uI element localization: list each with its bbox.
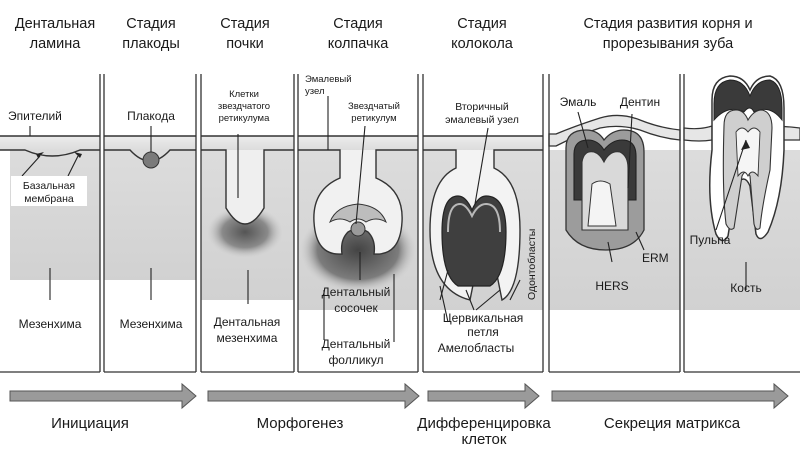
label-ameloblasts: Амелобласты (438, 341, 514, 355)
label-basal-2: мембрана (24, 193, 74, 205)
stage-5-line1: Стадия (457, 16, 506, 32)
label-follicle-1: Дентальный (322, 337, 391, 351)
panel-bell (422, 74, 544, 373)
label-stellate-ret-1: Звездчатый (348, 101, 400, 112)
stage-4-line1: Стадия (333, 16, 382, 32)
label-dental-mes-1: Дентальная (214, 315, 281, 329)
annotations (21, 96, 747, 342)
stage-1-line2: ламина (30, 36, 82, 52)
process-diff-1: Дифференцировка (417, 415, 551, 432)
process-diff-2: клеток (462, 431, 507, 448)
annotation-arrowheads (36, 140, 750, 158)
stage-6-line2: прорезывания зуба (603, 36, 734, 52)
stage-3-line1: Стадия (220, 16, 269, 32)
label-sec-knot-1: Вторичный (455, 101, 509, 113)
label-enamel-knot-2: узел (305, 86, 325, 97)
label-hers: HERS (595, 279, 628, 293)
panel-dental-lamina (0, 74, 101, 373)
process-matrix: Секреция матрикса (604, 415, 741, 432)
label-stellate-1: Клетки (229, 89, 259, 100)
panel-placode (103, 74, 197, 373)
stage-2-line1: Стадия (126, 16, 175, 32)
stage-1-line1: Дентальная (15, 16, 95, 32)
label-stellate-ret-2: ретикулум (351, 113, 396, 124)
label-stellate-2: звездчатого (218, 101, 270, 112)
label-basal-1: Базальная (23, 180, 75, 192)
panel-erupted (683, 74, 800, 373)
label-mesenchyme-1: Мезенхима (19, 317, 82, 331)
stage-5-line2: колокола (451, 36, 514, 52)
label-cervical-1: Цервикальная (443, 311, 524, 325)
label-dentin: Дентин (620, 95, 660, 109)
stage-2-line2: плакоды (122, 36, 180, 52)
process-morphogenesis: Морфогенез (257, 415, 344, 432)
arrow-matrix (551, 382, 789, 410)
arrow-initiation (9, 382, 197, 410)
label-follicle-2: фолликул (328, 353, 383, 367)
label-stellate-3: ретикулума (219, 113, 270, 124)
label-pulp: Пульпа (690, 233, 731, 247)
label-epithelium: Эпителий (8, 109, 62, 123)
panel-cap (297, 74, 419, 373)
stage-4-line2: колпачка (328, 36, 390, 52)
label-dental-mes-2: мезенхима (217, 331, 278, 345)
process-initiation: Инициация (51, 415, 129, 432)
enamel-knot (350, 221, 366, 237)
process-arrows (9, 382, 789, 410)
label-bone: Кость (730, 281, 761, 295)
arrow-differentiation (427, 382, 540, 410)
stage-3-line2: почки (226, 36, 264, 52)
label-enamel-knot-1: Эмалевый (305, 74, 352, 85)
label-sec-knot-2: эмалевый узел (445, 114, 519, 126)
process-labels: Инициация Морфогенез Дифференцировка кле… (51, 415, 741, 448)
label-mesenchyme-2: Мезенхима (120, 317, 183, 331)
label-placode: Плакода (127, 109, 175, 123)
label-enamel: Эмаль (560, 95, 597, 109)
panel-root (548, 74, 681, 373)
label-papilla-2: сосочек (334, 301, 378, 315)
label-erm: ERM (642, 251, 669, 265)
label-papilla-1: Дентальный (322, 285, 391, 299)
stage-6-line1: Стадия развития корня и (583, 16, 752, 32)
placode-cell (142, 151, 160, 169)
arrow-morphogenesis (207, 382, 420, 410)
annotation-text: Эпителий Базальная мембрана Мезенхима Пл… (8, 74, 762, 367)
label-cervical-2: петля (467, 325, 499, 339)
stage-headers: Дентальная ламина Стадия плакоды Стадия … (15, 16, 753, 52)
label-odontoblasts: Одонтобласты (526, 229, 538, 300)
